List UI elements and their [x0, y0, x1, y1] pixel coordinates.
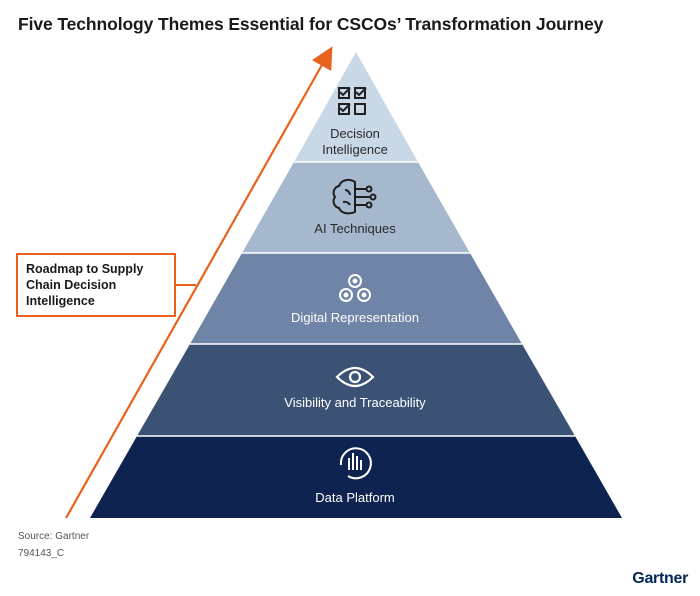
checklist-icon — [338, 87, 367, 115]
tier-label-ai-techniques: AI Techniques — [314, 221, 396, 236]
tier-label-visibility-traceability: Visibility and Traceability — [284, 395, 426, 410]
tier-digital-representation — [190, 253, 522, 344]
tier-label-digital-representation: Digital Representation — [291, 310, 419, 325]
roadmap-callout: Roadmap to Supply Chain Decision Intelli… — [16, 253, 176, 317]
roadmap-arrow — [65, 46, 333, 519]
page-title: Five Technology Themes Essential for CSC… — [18, 14, 604, 34]
eye-icon — [335, 366, 375, 388]
tier-visibility-traceability — [137, 344, 575, 436]
tier-separators — [137, 161, 575, 437]
gartner-logo: Gartner — [632, 570, 688, 587]
network-nodes-icon — [339, 274, 371, 302]
brain-circuit-icon — [332, 178, 377, 215]
tier-label-data-platform: Data Platform — [315, 490, 394, 505]
data-chart-icon — [339, 447, 372, 480]
tier-data-platform — [90, 436, 622, 518]
source-text: Source: Gartner — [18, 531, 90, 542]
figure-id: 794143_C — [18, 548, 65, 559]
source-note: Source: Gartner 794143_C — [18, 528, 89, 562]
